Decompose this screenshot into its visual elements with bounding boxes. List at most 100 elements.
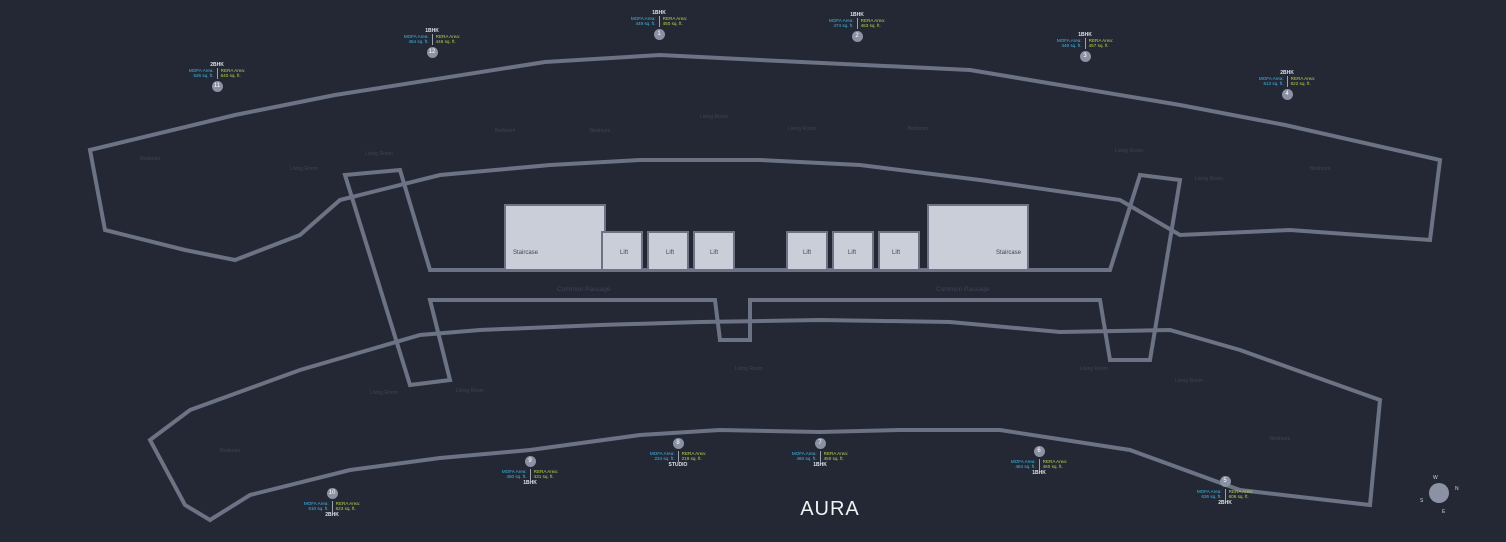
compass-south: S	[1420, 498, 1424, 504]
living-room-label: Living Room	[290, 166, 318, 172]
lift-5-label: Lift	[848, 250, 856, 256]
mofa-area: MOFA Area:464 sq. ft.	[403, 34, 429, 45]
staircase-right	[927, 204, 1029, 271]
rera-area: RERA Area:219 sq. ft.	[677, 451, 706, 462]
unit-type: STUDIO	[668, 461, 688, 468]
bedroom-label: Bedroom	[495, 128, 515, 134]
rera-area: RERA Area:463 sq. ft.	[856, 18, 885, 29]
unit-number-badge: 5	[1219, 476, 1231, 487]
mofa-area: MOFA Area:224 sq. ft.	[649, 451, 675, 462]
unit-number-badge: 10	[326, 488, 338, 499]
living-room-label: Living Room	[1115, 148, 1143, 154]
unit-number-badge: 8	[672, 438, 684, 449]
common-passage-right-label: Common Passage	[936, 286, 990, 293]
staircase-left	[504, 204, 606, 271]
rera-area: RERA Area:431 sq. ft.	[529, 469, 558, 480]
lift-5	[832, 231, 874, 271]
compass-east: E	[1442, 509, 1446, 515]
compass-icon	[1429, 483, 1449, 503]
living-room-label: Living Room	[456, 388, 484, 394]
unit-number-badge: 6	[1033, 446, 1045, 457]
living-room-label: Living Room	[370, 390, 398, 396]
lift-4	[786, 231, 828, 271]
lift-4-label: Lift	[803, 250, 811, 256]
common-passage-left-label: Common Passage	[557, 286, 611, 293]
bedroom-label: Bedroom	[220, 448, 240, 454]
mofa-area: MOFA Area:474 sq. ft.	[828, 18, 854, 29]
unit-tag-11: 2BHK MOFA Area:626 sq. ft.RERA Area:640 …	[175, 62, 259, 94]
living-room-label: Living Room	[788, 126, 816, 132]
mofa-area: MOFA Area:610 sq. ft.	[303, 501, 329, 512]
mofa-area: MOFA Area:464 sq. ft.	[1010, 459, 1036, 470]
lift-1-label: Lift	[620, 250, 628, 256]
mofa-area: MOFA Area:626 sq. ft.	[188, 68, 214, 79]
unit-type: 1BHK	[1078, 32, 1092, 38]
rera-area: RERA Area:457 sq. ft.	[1084, 38, 1113, 49]
unit-number-badge: 11	[211, 80, 223, 92]
unit-number-badge: 7	[814, 438, 826, 449]
lift-6	[878, 231, 920, 271]
mofa-area: MOFA Area:449 sq. ft.	[630, 16, 656, 27]
lift-2-label: Lift	[666, 250, 674, 256]
unit-number-badge: 3	[1079, 50, 1091, 62]
unit-type: 1BHK	[425, 28, 439, 34]
mofa-area: MOFA Area:613 sq. ft.	[1258, 76, 1284, 87]
unit-type: 1BHK	[850, 12, 864, 18]
unit-type: 1BHK	[813, 461, 827, 468]
staircase-left-label: Staircase	[513, 250, 539, 256]
bedroom-label: Bedroom	[1310, 166, 1330, 172]
unit-type: 2BHK	[210, 62, 224, 68]
living-room-label: Living Room	[1195, 176, 1223, 182]
living-room-label: Living Room	[700, 114, 728, 120]
unit-type: 1BHK	[652, 10, 666, 16]
rera-area: RERA Area:640 sq. ft.	[216, 68, 245, 79]
unit-type: 2BHK	[325, 511, 339, 518]
unit-tag-4: 2BHK MOFA Area:613 sq. ft.RERA Area:622 …	[1245, 70, 1329, 102]
staircase-right-label: Staircase	[996, 250, 1022, 256]
unit-type: 1BHK	[1032, 469, 1046, 476]
lift-1	[601, 231, 643, 271]
compass-west: W	[1433, 475, 1438, 481]
lift-6-label: Lift	[892, 250, 900, 256]
mofa-area: MOFA Area:636 sq. ft.	[1196, 489, 1222, 500]
unit-tag-10: 10 MOFA Area:610 sq. ft.RERA Area:623 sq…	[290, 486, 374, 518]
unit-tag-5: 5 MOFA Area:636 sq. ft.RERA Area:606 sq.…	[1183, 474, 1267, 506]
lower-wing	[147, 317, 1383, 523]
unit-number-badge: 12	[426, 46, 438, 58]
unit-type: 1BHK	[523, 479, 537, 486]
living-room-label: Living Room	[365, 151, 393, 157]
rera-area: RERA Area:606 sq. ft.	[1224, 489, 1253, 500]
living-room-label: Living Room	[1175, 378, 1203, 384]
unit-tag-9: 9 MOFA Area:450 sq. ft.RERA Area:431 sq.…	[488, 454, 572, 486]
unit-type: 2BHK	[1280, 70, 1294, 76]
lift-3	[693, 231, 735, 271]
upper-wing	[87, 52, 1443, 263]
unit-number-badge: 4	[1281, 88, 1293, 100]
rera-area: RERA Area:622 sq. ft.	[1286, 76, 1315, 87]
unit-number-badge: 9	[524, 456, 536, 467]
unit-type: 2BHK	[1218, 499, 1232, 506]
bedroom-label: Bedroom	[140, 156, 160, 162]
bedroom-label: Bedroom	[590, 128, 610, 134]
compass-north: N	[1455, 486, 1459, 492]
unit-tag-7: 7 MOFA Area:460 sq. ft.RERA Area:450 sq.…	[778, 436, 862, 468]
lift-3-label: Lift	[710, 250, 718, 256]
rera-area: RERA Area:460 sq. ft.	[1038, 459, 1067, 470]
unit-tag-2: 1BHK MOFA Area:474 sq. ft.RERA Area:463 …	[815, 12, 899, 44]
unit-tag-3: 1BHK MOFA Area:449 sq. ft.RERA Area:457 …	[1043, 32, 1127, 64]
unit-tag-1: 1BHK MOFA Area:449 sq. ft.RERA Area:450 …	[617, 10, 701, 42]
compass: W N S E	[1420, 475, 1459, 515]
unit-number-badge: 1	[653, 28, 665, 40]
project-title: AURA	[800, 498, 860, 520]
rera-area: RERA Area:446 sq. ft.	[431, 34, 460, 45]
mofa-area: MOFA Area:460 sq. ft.	[791, 451, 817, 462]
living-room-label: Living Room	[735, 366, 763, 372]
unit-number-badge: 2	[851, 30, 863, 42]
bedroom-label: Bedroom	[908, 126, 928, 132]
lift-2	[647, 231, 689, 271]
unit-tag-8: 8 MOFA Area:224 sq. ft.RERA Area:219 sq.…	[636, 436, 720, 468]
unit-tag-6: 6 MOFA Area:464 sq. ft.RERA Area:460 sq.…	[997, 444, 1081, 476]
rera-area: RERA Area:450 sq. ft.	[658, 16, 687, 27]
rera-area: RERA Area:623 sq. ft.	[331, 501, 360, 512]
